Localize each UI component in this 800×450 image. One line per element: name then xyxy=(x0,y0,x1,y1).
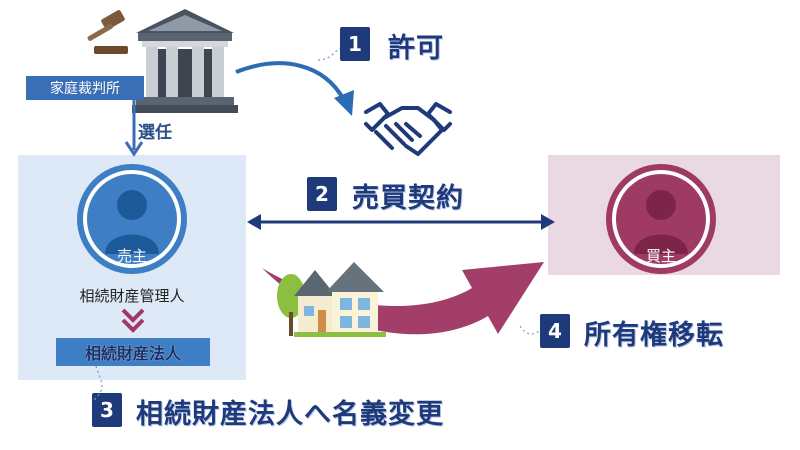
contract-arrow xyxy=(247,214,555,230)
step-3-number: 3 xyxy=(92,393,122,427)
seller-avatar-label: 売主 xyxy=(116,247,147,265)
courthouse-icon xyxy=(132,9,238,113)
gavel-icon xyxy=(87,10,128,54)
seller-avatar-icon xyxy=(77,164,187,274)
step-4-label: 所有権移転 xyxy=(584,320,724,351)
court-label: 家庭裁判所 xyxy=(26,76,144,100)
chevron-down-icon xyxy=(121,308,145,333)
step-1-number: 1 xyxy=(340,27,370,61)
seller-role: 相続財産管理人 xyxy=(79,287,185,305)
seller-corporation: 相続財産法人 xyxy=(56,338,210,366)
handshake-icon xyxy=(364,102,452,156)
step-2-number: 2 xyxy=(307,177,337,211)
selection-label: 選任 xyxy=(138,123,172,143)
step-2-label: 売買契約 xyxy=(352,183,464,214)
buyer-avatar-label: 買主 xyxy=(645,247,676,265)
selection-arrow xyxy=(124,100,144,157)
permission-arrow xyxy=(235,61,354,116)
step-4-number: 4 xyxy=(540,314,570,348)
buyer-avatar-icon xyxy=(606,164,716,274)
step-1-label: 許可 xyxy=(388,33,444,64)
step-3-label: 相続財産法人へ名義変更 xyxy=(136,399,444,430)
house-icon xyxy=(294,262,386,337)
